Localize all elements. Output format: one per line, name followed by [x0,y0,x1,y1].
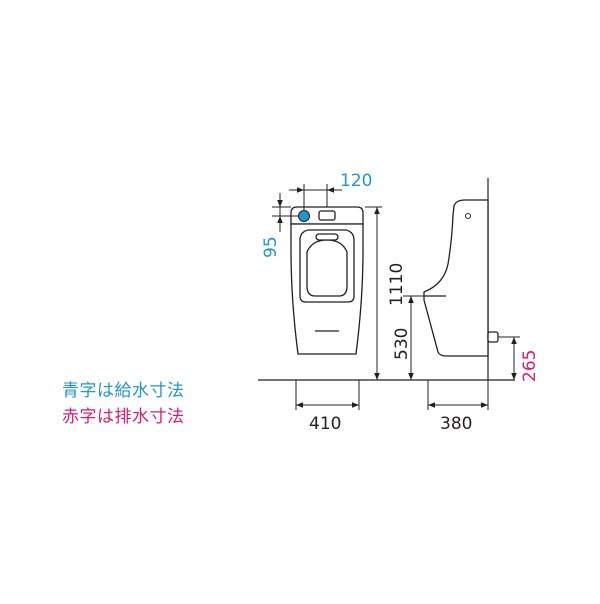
dim-drain-height [498,336,520,380]
dim-supply-width [289,184,342,210]
legend-supply: 青字は給水寸法 [62,381,185,401]
dim-front-width [295,380,360,410]
supply-point-icon [298,210,310,222]
dim-total-height-label: 1110 [387,263,407,306]
dim-supply-height-label: 95 [261,236,281,258]
dim-supply-width-label: 120 [340,171,372,191]
urinal-side-view [423,199,499,357]
dim-side-depth [427,380,489,410]
dim-total-height [365,206,382,380]
dim-drain-height-label: 265 [520,350,540,382]
dim-trap-height-label: 530 [392,328,412,360]
dim-supply-height [272,193,299,232]
dim-front-width-label: 410 [309,414,341,434]
dim-trap-height [403,295,424,380]
side-button-icon [465,213,471,219]
dim-side-depth-label: 380 [440,414,472,434]
legend-drain: 赤字は排水寸法 [62,407,185,427]
urinal-front-view [290,206,364,355]
